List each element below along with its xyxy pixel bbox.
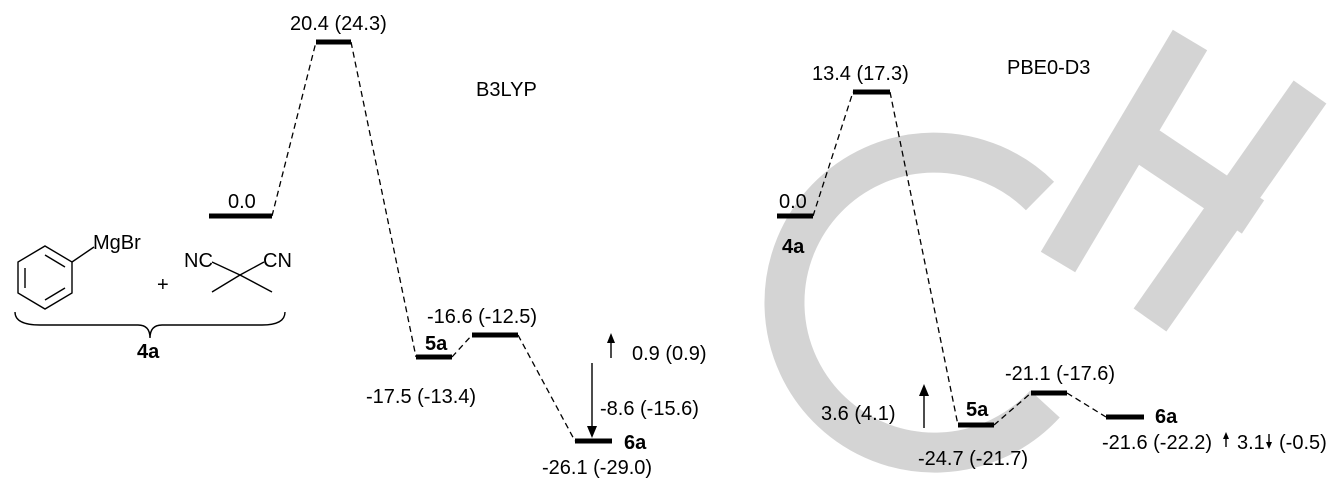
nc-label: NC (184, 250, 213, 272)
b3lyp-product-energy: -26.1 (-29.0) (542, 457, 652, 479)
phenyl-magnesium-bromide-structure: MgBr (17, 232, 141, 310)
pbe0-product-label: 6a (1155, 406, 1178, 428)
c-mg-bond (71, 246, 95, 263)
watermark (764, 29, 1327, 473)
pbe0-intermediate-energy: -24.7 (-21.7) (918, 448, 1028, 470)
pbe0-barrier-diff: 3.6 (4.1) (821, 403, 895, 425)
b3lyp-method-label: B3LYP (476, 79, 537, 101)
b3lyp-reaction-diff: -8.6 (-15.6) (600, 398, 699, 420)
b3lyp-barrier-diff: 0.9 (0.9) (632, 343, 706, 365)
pbe0-up-arrow (919, 384, 929, 428)
dimethylmalononitrile-structure: NC CN (184, 250, 292, 293)
b3lyp-connector-2 (350, 41, 417, 358)
b3lyp-connector-3 (451, 334, 473, 358)
b3lyp-intermediate-label: 5a (425, 333, 448, 355)
pbe0-diff-right-b: (-0.5) (1279, 432, 1327, 454)
pbe0-connector-4 (1066, 392, 1107, 418)
pbe0-connector-3 (993, 392, 1032, 426)
b3lyp-ts1-energy: 20.4 (24.3) (290, 13, 387, 35)
pbe0-small-down-arrow (1266, 434, 1272, 449)
cn-label: CN (263, 250, 292, 272)
watermark-h-bar (1108, 111, 1265, 234)
pbe0-diff-right-a: 3.1 (1237, 432, 1265, 454)
pbe0-intermediate-label: 5a (966, 399, 989, 421)
b3lyp-reactant-energy: 0.0 (228, 191, 256, 213)
b3lyp-reactant-label: 4a (137, 341, 160, 363)
b3lyp-ts2-energy: -16.6 (-12.5) (427, 306, 537, 328)
pbe0-small-up-arrow (1223, 432, 1229, 447)
pbe0-ts2-energy: -21.1 (-17.6) (1005, 363, 1115, 385)
b3lyp-product-label: 6a (624, 432, 647, 454)
b3lyp-panel: B3LYP 0.0 20.4 (24.3) 5a -17.5 (-13.4) -… (14, 13, 706, 479)
watermark-c (764, 132, 1060, 473)
b3lyp-connector-4 (517, 334, 576, 442)
pbe0-ts1-energy: 13.4 (17.3) (812, 63, 909, 85)
pbe0-connector-1 (812, 91, 854, 217)
b3lyp-intermediate-energy: -17.5 (-13.4) (366, 386, 476, 408)
pbe0-product-energy: -21.6 (-22.2) (1102, 432, 1212, 454)
pbe0-reactant-label: 4a (782, 236, 805, 258)
b3lyp-up-arrow (607, 333, 615, 358)
b3lyp-down-arrow (587, 363, 597, 438)
b3lyp-connector-1 (271, 41, 317, 217)
pbe0-reactant-energy: 0.0 (779, 191, 807, 213)
pbe0-method-label: PBE0-D3 (1007, 57, 1090, 79)
reactant-brace (14, 311, 286, 339)
plus-sign: + (157, 274, 169, 296)
pbe0-connector-2 (889, 91, 959, 426)
pbe0-panel: PBE0-D3 0.0 4a 13.4 (17.3) 5a -24.7 (-21… (777, 57, 1327, 470)
mgbr-label: MgBr (93, 232, 141, 254)
